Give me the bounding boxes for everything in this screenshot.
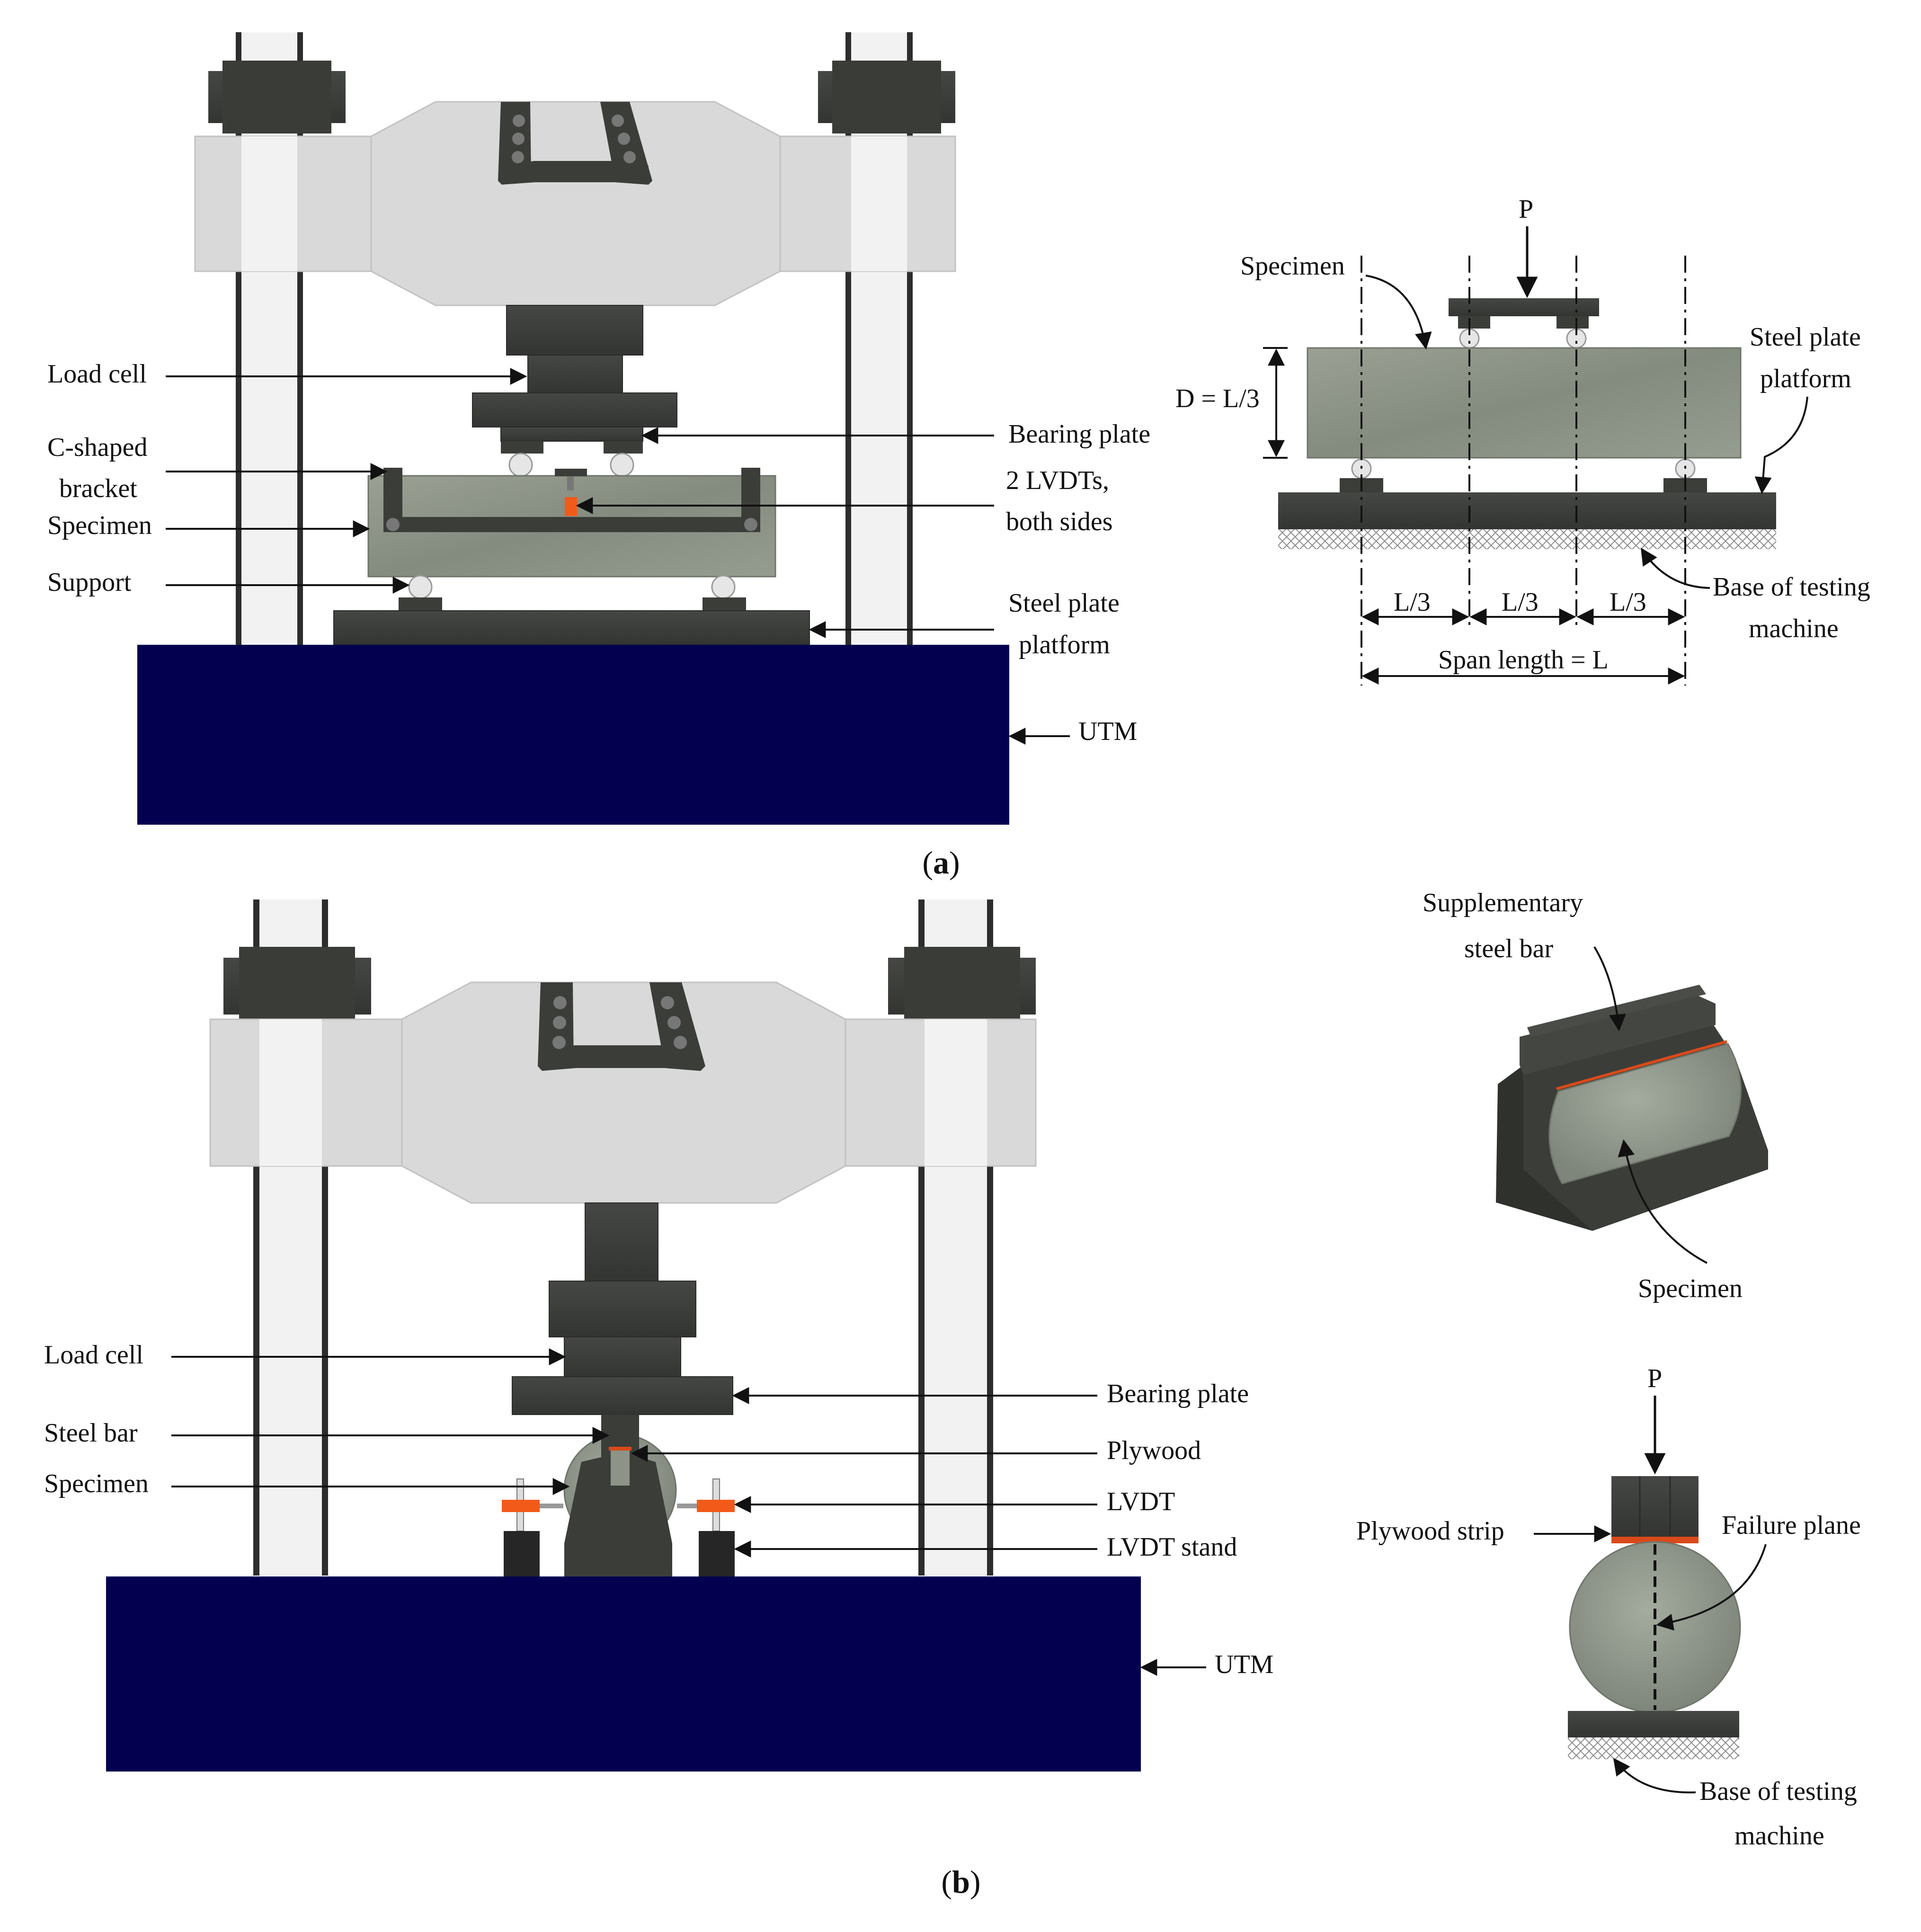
lvdt-sensor: [565, 497, 577, 516]
leader-specimen-iso: [1618, 1139, 1708, 1264]
utm-column-left: [236, 32, 303, 648]
label-specimen-b: Specimen: [44, 1469, 149, 1498]
iso-frame-left-face: [1496, 1065, 1592, 1231]
label-steel-bar-b: Steel bar: [44, 1418, 138, 1448]
column-nut-right-b: [888, 947, 1036, 1025]
label-bearing-plate-b: Bearing plate: [1107, 1379, 1249, 1408]
grip-wedges-b: [538, 982, 705, 1071]
loading-block-b: [1611, 1476, 1699, 1537]
leader-specimen-schematic: [1365, 275, 1432, 350]
leader-steel-plate-schematic: [1754, 396, 1808, 494]
label-base-b-line2: machine: [1734, 1821, 1824, 1851]
label-load-cell: Load cell: [47, 359, 147, 389]
panel-a-machine: [137, 32, 1009, 825]
caption-b: (b): [941, 1864, 980, 1900]
label-lvdt-stand-b: LVDT stand: [1107, 1532, 1237, 1562]
plywood-strip: [1611, 1537, 1699, 1543]
label-base-a-line1: Base of testing: [1713, 572, 1870, 602]
label-third-1: L/3: [1394, 588, 1431, 617]
load-cell-b: [549, 1202, 696, 1377]
label-support: Support: [47, 568, 132, 597]
label-span: Span length = L: [1438, 645, 1609, 675]
grip-wedges: [498, 102, 652, 185]
panel-b-section: P Plywood strip Failure plane Base of te…: [1356, 1364, 1861, 1851]
label-plywood-strip: Plywood strip: [1356, 1516, 1504, 1546]
utm-base-b: [106, 1576, 1141, 1772]
steel-plate-platform: [333, 610, 810, 645]
support-rollers: [399, 575, 746, 611]
label-platform-a: platform: [1019, 630, 1110, 659]
leader-base-b: [1613, 1758, 1696, 1794]
leader-failure-plane: [1656, 1544, 1767, 1631]
beam-specimen-schematic: [1307, 347, 1742, 459]
crosshead-b: [209, 981, 1037, 1204]
plywood-b: [609, 1447, 631, 1451]
label-utm-a: UTM: [1078, 717, 1137, 746]
label-both-sides: both sides: [1006, 507, 1113, 536]
label-specimen-a: Specimen: [47, 511, 152, 540]
label-depth: D = L/3: [1175, 384, 1260, 413]
load-cell: [472, 305, 677, 427]
label-platform-schematic: platform: [1760, 364, 1851, 393]
loading-beam: [1449, 298, 1599, 316]
reference-lines: [1361, 256, 1686, 686]
steel-plate-schematic: [1278, 492, 1776, 529]
label-supp-bar-line1: Supplementary: [1423, 888, 1583, 917]
machine-base-hatch-b: [1568, 1737, 1739, 1759]
caption-a: (a): [922, 845, 960, 881]
panel-b-machine-labels: Load cell Steel bar Specimen Bearing pla…: [44, 1340, 1273, 1679]
label-lvdt-b: LVDT: [1107, 1487, 1175, 1516]
iso-supp-bar-top: [1520, 994, 1716, 1075]
lvdt-stand-left: [504, 1531, 540, 1576]
column-nut-right: [818, 61, 955, 134]
iso-specimen: [1548, 1043, 1742, 1184]
label-supp-bar-line2: steel bar: [1464, 934, 1553, 963]
label-steel-plate-schematic: Steel plate: [1750, 322, 1861, 352]
label-specimen-schematic: Specimen: [1240, 251, 1345, 281]
lvdt-stand-right: [699, 1531, 735, 1576]
utm-column-right: [845, 32, 913, 648]
label-third-2: L/3: [1502, 588, 1539, 617]
label-utm-b: UTM: [1215, 1650, 1273, 1679]
label-plywood-b: Plywood: [1107, 1436, 1201, 1465]
label-bracket: bracket: [59, 474, 137, 503]
label-bearing-plate-a: Bearing plate: [1008, 419, 1150, 449]
label-lvdts: 2 LVDTs,: [1006, 466, 1109, 495]
panel-a-machine-labels: Load cell C-shaped bracket Specimen Supp…: [47, 359, 1150, 746]
panel-b-isometric: Supplementary steel bar Specimen: [1423, 888, 1768, 1303]
steel-bar-b: [564, 1415, 672, 1576]
label-load-cell-b: Load cell: [44, 1340, 143, 1370]
load-p-a: P: [1519, 195, 1533, 224]
panel-a-schematic: P D = L/3 L/3 L/3 L/3: [1175, 195, 1870, 686]
label-specimen-iso: Specimen: [1638, 1274, 1743, 1303]
utm-base: [137, 645, 1009, 825]
bearing-plate-b: [512, 1376, 733, 1415]
column-nut-left-b: [223, 947, 371, 1025]
label-base-a-line2: machine: [1749, 614, 1839, 643]
label-third-3: L/3: [1610, 588, 1646, 617]
base-plate-b: [1568, 1711, 1739, 1737]
label-base-b-line1: Base of testing: [1699, 1777, 1857, 1806]
lvdt-right: [677, 1478, 735, 1531]
load-p-b: P: [1647, 1364, 1662, 1393]
iso-plywood-edge: [1556, 1040, 1727, 1090]
panel-b-machine: [106, 899, 1141, 1772]
column-nut-left: [208, 61, 346, 134]
crosshead: [194, 101, 956, 306]
leader-base-a: [1641, 547, 1710, 589]
bearing-plate: [500, 427, 643, 477]
label-failure-plane: Failure plane: [1722, 1511, 1861, 1540]
leader-supp-bar: [1593, 946, 1626, 1032]
label-steel-plate-a: Steel plate: [1008, 588, 1120, 618]
c-shaped-bracket: [383, 468, 760, 532]
label-c-shaped: C-shaped: [47, 433, 148, 462]
machine-base-hatch-a: [1278, 529, 1776, 549]
